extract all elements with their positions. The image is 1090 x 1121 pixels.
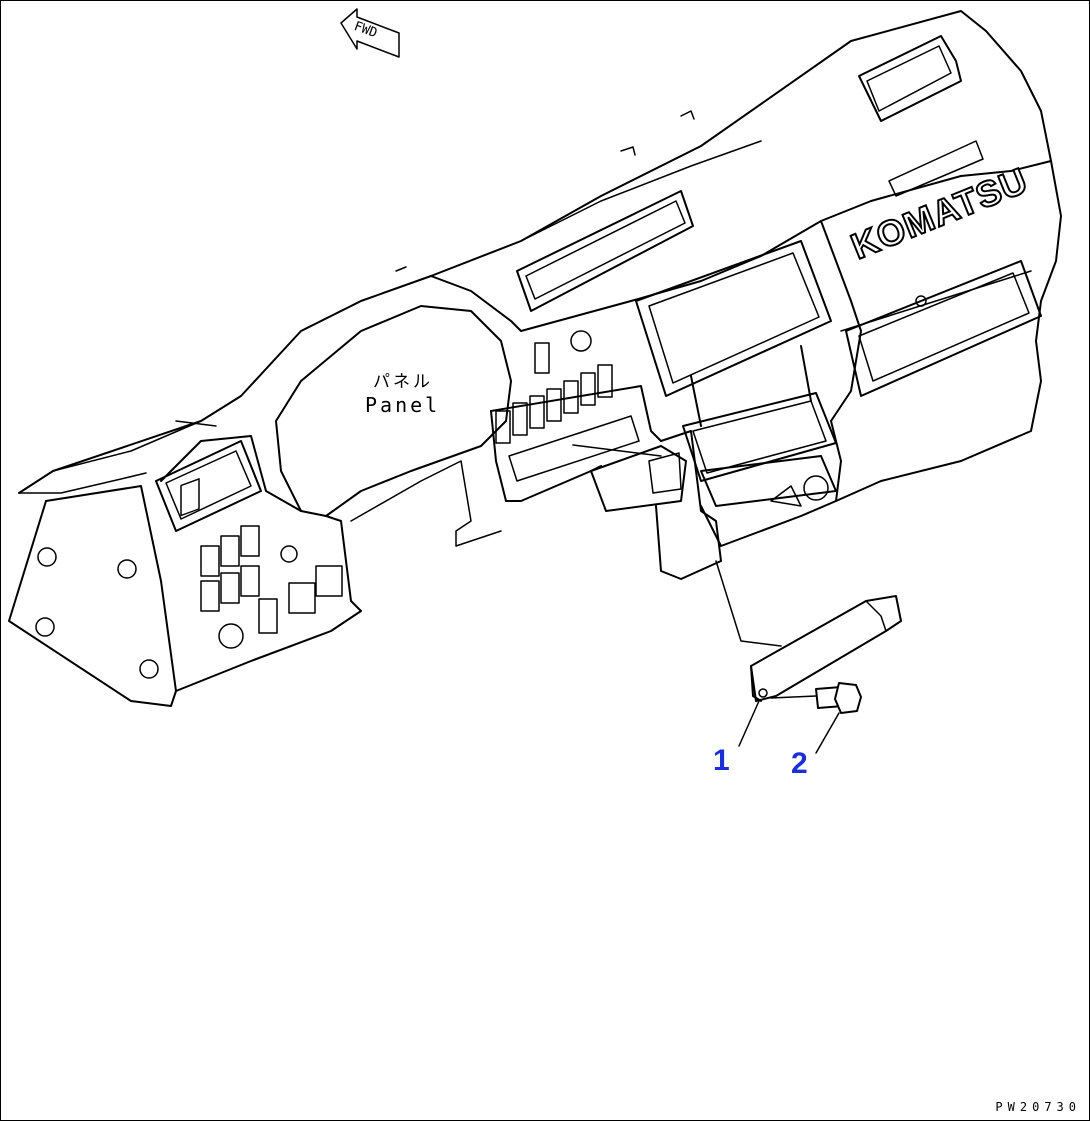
panel-label-english: Panel: [365, 393, 441, 417]
right-vents: [845, 140, 1042, 397]
center-display-windows: [635, 240, 837, 507]
dashboard-body: [8, 10, 1062, 707]
bracket-part-1: [715, 560, 902, 702]
bolt-part-2: [770, 682, 862, 714]
drawing-reference: PW20730: [995, 1100, 1081, 1114]
callout-2: 2: [791, 747, 808, 780]
center-control-block: [572, 444, 829, 512]
left-switch-grid: [180, 478, 343, 649]
top-mount-points: [175, 110, 695, 427]
end-cap-holes: [35, 547, 159, 679]
left-panel-vent: [155, 440, 262, 532]
panel-label-japanese: パネル: [373, 372, 433, 392]
fwd-arrow-icon: [340, 8, 400, 58]
center-switch-bank: [495, 330, 640, 482]
callout-1: 1: [713, 744, 730, 777]
top-center-vent: [516, 190, 694, 312]
upper-right-vent: [858, 35, 962, 122]
callout-leaders: [738, 700, 840, 754]
